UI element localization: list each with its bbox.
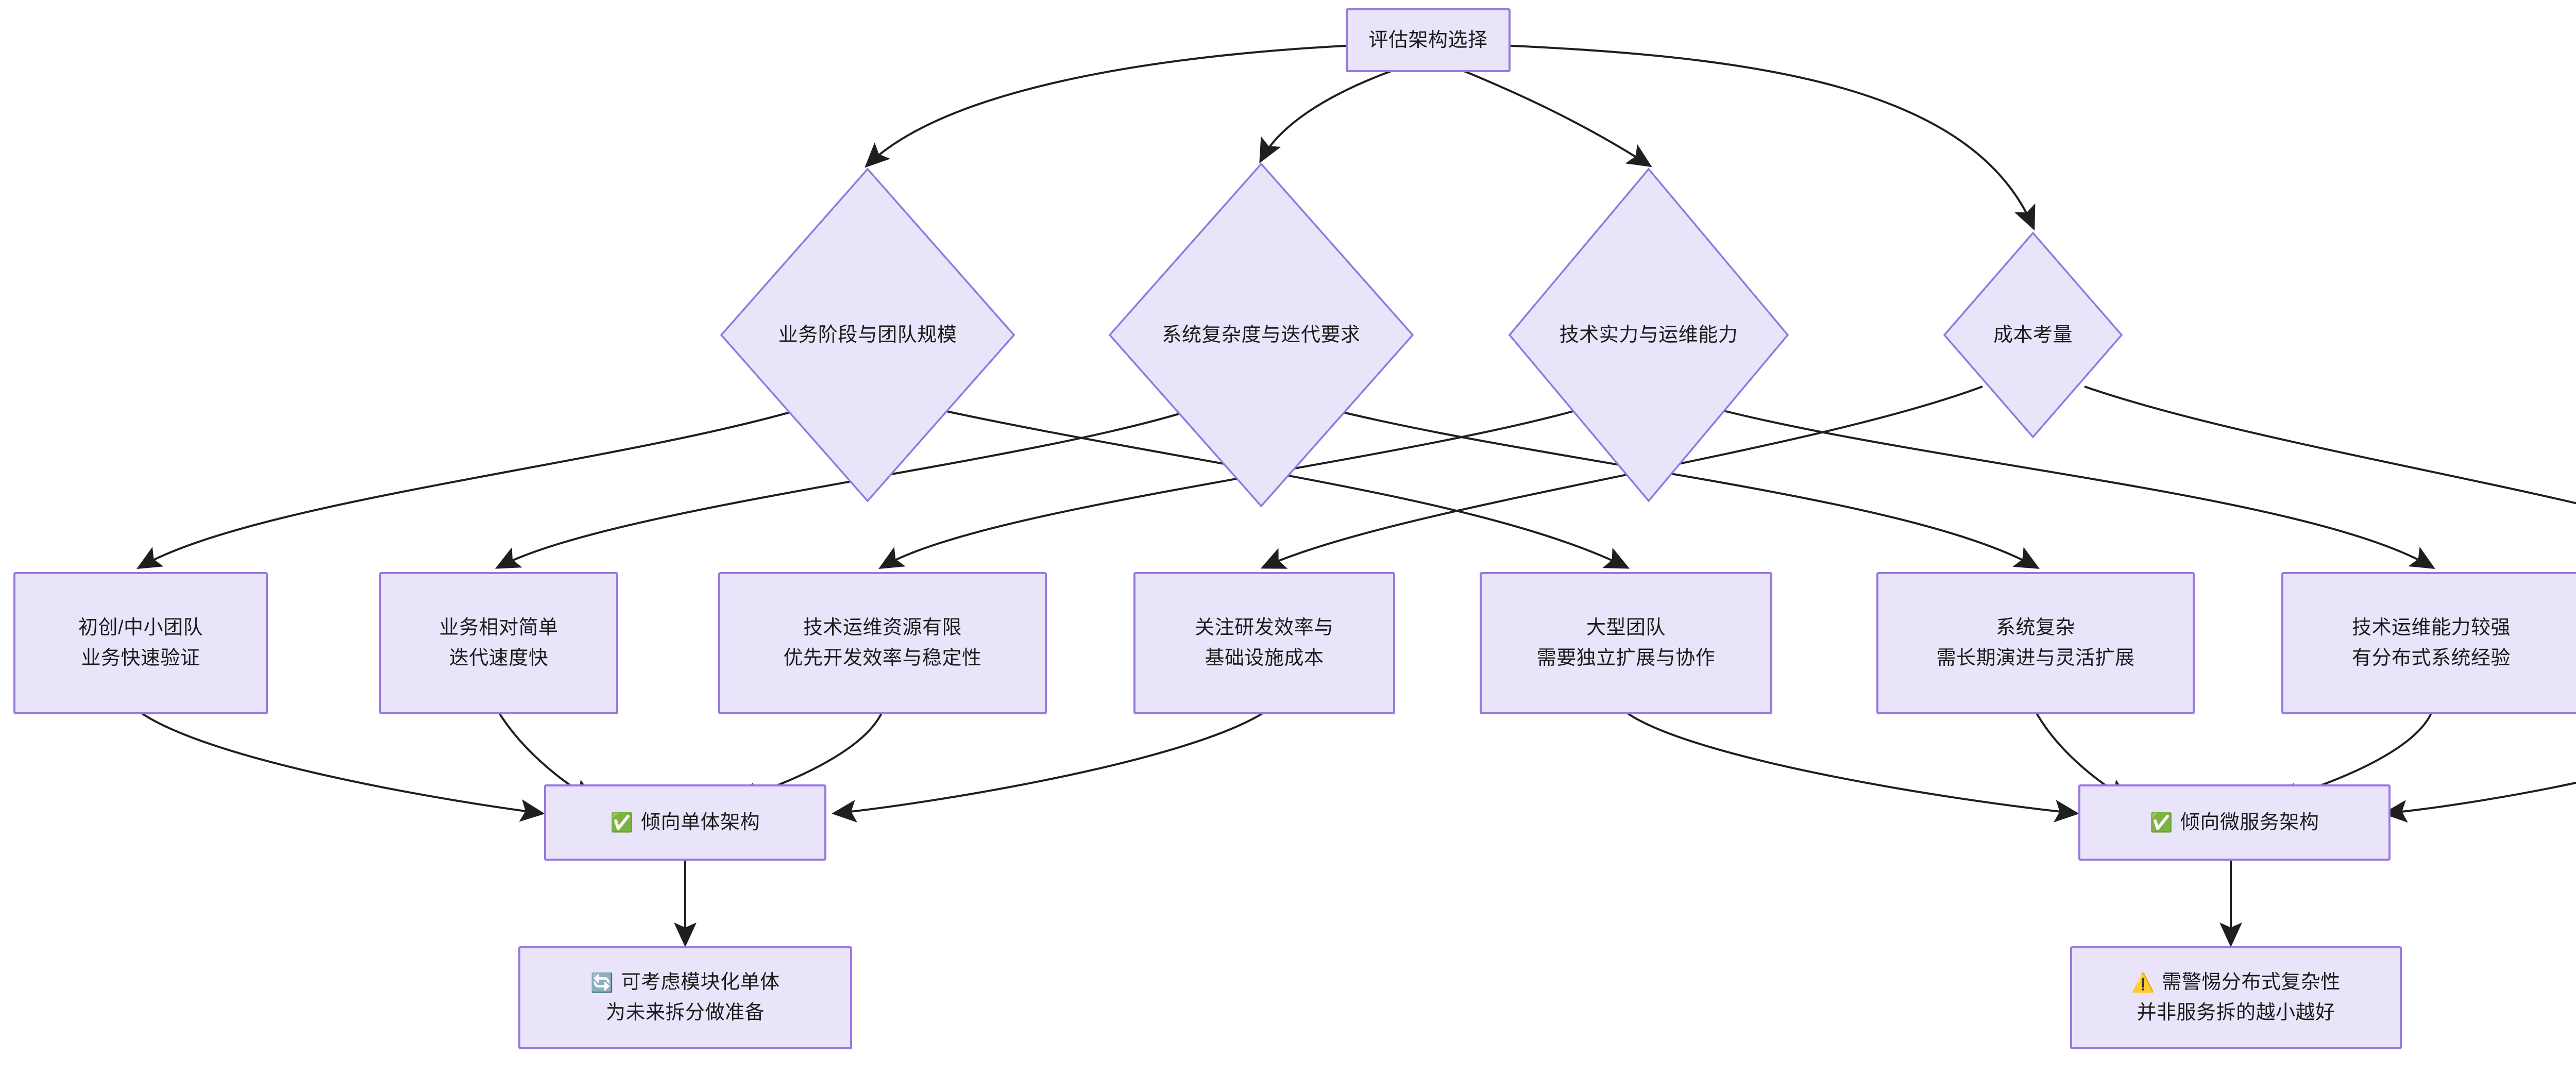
edge-d3-c3 <box>878 406 1588 569</box>
edge-c8-r2 <box>2382 781 2576 823</box>
edge-d1-c5 <box>927 406 1630 569</box>
edge-d2-c2 <box>495 406 1201 569</box>
node-decision-d4[interactable] <box>1943 231 2123 439</box>
node-decision-d3[interactable] <box>1508 167 1789 502</box>
node-condition-c1[interactable] <box>13 572 268 714</box>
edge-root-d2 <box>1259 70 1392 164</box>
node-condition-c4[interactable] <box>1133 572 1395 714</box>
node-conclusion-r1[interactable] <box>544 784 826 861</box>
edges-conditions-to-conclusions <box>139 711 2576 823</box>
node-root[interactable] <box>1346 8 1511 72</box>
node-decision-d2[interactable] <box>1108 162 1414 508</box>
edge-root-d1 <box>865 44 1354 168</box>
edge-d2-c6 <box>1321 406 2040 569</box>
node-advice-a2[interactable] <box>2070 946 2402 1049</box>
edge-d4-c8 <box>2084 385 2576 505</box>
node-condition-c3[interactable] <box>718 572 1047 714</box>
edge-d4-c4 <box>1260 385 1983 569</box>
edges-root-to-decisions <box>865 44 2036 231</box>
edges-decisions-to-conditions <box>137 385 2576 569</box>
node-condition-c7[interactable] <box>2281 572 2576 714</box>
edge-root-d4 <box>1502 44 2036 231</box>
node-condition-c5[interactable] <box>1480 572 1772 714</box>
node-condition-c2[interactable] <box>379 572 618 714</box>
node-advice-a1[interactable] <box>518 946 852 1049</box>
edge-root-d3 <box>1464 70 1652 167</box>
edges-conclusions-to-advices <box>674 860 2242 947</box>
edge-c4-r1 <box>832 711 1265 823</box>
edge-c5-r2 <box>1625 711 2079 823</box>
node-conclusion-r2[interactable] <box>2078 784 2391 861</box>
edge-c1-r1 <box>139 711 545 822</box>
edge-d3-c7 <box>1709 406 2435 569</box>
node-decision-d1[interactable] <box>720 167 1015 502</box>
edge-d1-c1 <box>137 406 808 569</box>
node-condition-c6[interactable] <box>1876 572 2195 714</box>
